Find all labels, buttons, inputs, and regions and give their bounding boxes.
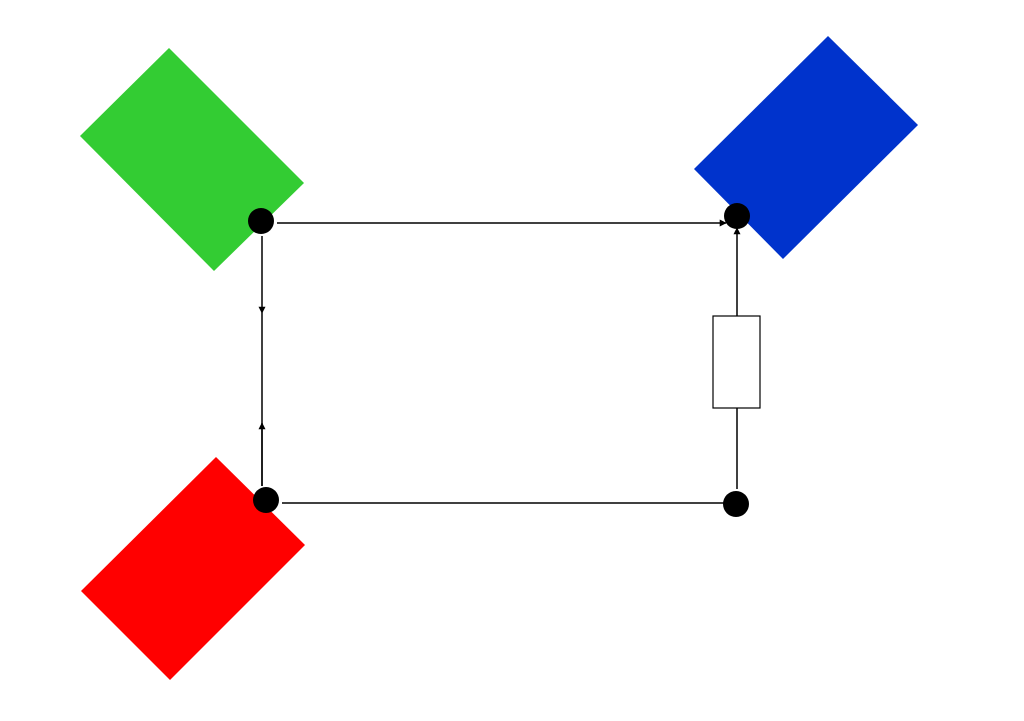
green-node [248,208,274,234]
blue-node [724,203,750,229]
resistor [712,315,761,409]
bottom-right-node [723,491,749,517]
red-block [81,457,305,680]
red-node [253,487,279,513]
green-block [80,48,304,271]
blue-block [694,36,918,259]
